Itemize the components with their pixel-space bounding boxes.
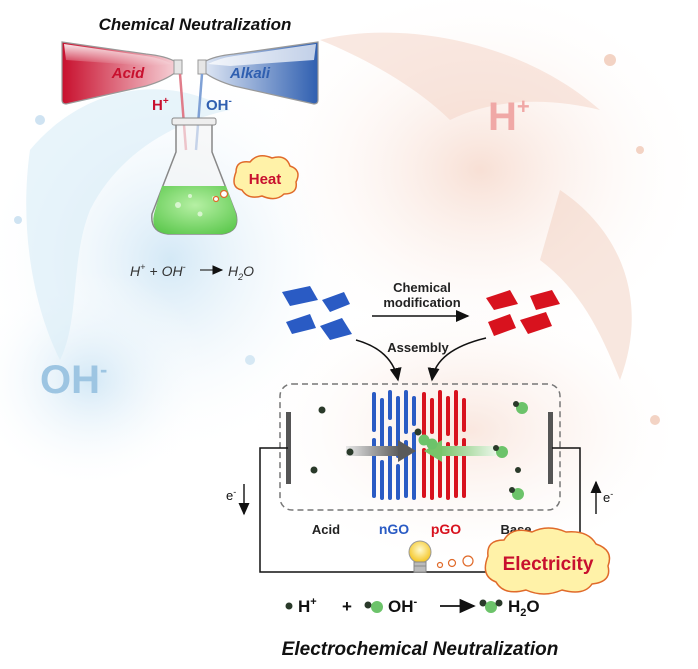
- heat-label: Heat: [249, 171, 282, 188]
- big-oh-minus-label: OH-: [40, 357, 107, 402]
- electron-label-right: e-: [603, 489, 613, 505]
- electron-label-left: e-: [226, 487, 236, 503]
- chemical-equation: H++OH-: [130, 262, 186, 279]
- assembly-arrow-right: [427, 337, 487, 382]
- chemical-modification-label-2: modification: [383, 295, 460, 310]
- assembly-arrow-left: [355, 339, 402, 382]
- eq-h-plus: H+: [298, 596, 317, 616]
- right-electrode: [548, 412, 553, 484]
- chemical-modification-label-1: Chemical: [393, 280, 451, 295]
- big-h-plus-label: H+: [488, 94, 530, 139]
- acid-label: Acid: [111, 65, 145, 82]
- oh-ions: [418, 401, 528, 500]
- light-bulb-icon: [408, 540, 432, 573]
- eq-oh-ion-icon-green: [371, 601, 383, 613]
- electricity-bubble-dot-1: [436, 561, 444, 569]
- left-electrode: [286, 412, 291, 484]
- oh-flow-arrow-body: [440, 446, 496, 456]
- acid-cell-label: Acid: [312, 522, 340, 537]
- eq-water-green: [485, 601, 497, 613]
- h-ions: [310, 406, 422, 474]
- pgo-membrane: [422, 390, 466, 500]
- eq-plus: +: [342, 597, 352, 616]
- electricity-bubble-dot-3: [462, 555, 474, 567]
- eq-water-dark-2: [495, 599, 503, 607]
- eq-h-ion-icon: [285, 602, 293, 610]
- eq-h2o: H2O: [508, 597, 540, 619]
- chemical-equation-product: H2O: [228, 263, 254, 282]
- ngo-flakes-icon: [282, 286, 352, 340]
- alkali-label: Alkali: [229, 65, 271, 82]
- alkali-flask-icon: [197, 41, 319, 105]
- pgo-flakes-icon: [486, 290, 560, 336]
- oh-flow-arrow-head: [424, 440, 442, 462]
- h-flow-arrow-head: [398, 440, 416, 462]
- pgo-label: pGO: [431, 521, 461, 537]
- assembly-label: Assembly: [387, 340, 449, 355]
- heat-cloud: [212, 155, 299, 203]
- acid-flask-icon: [61, 41, 183, 105]
- electricity-label: Electricity: [503, 554, 594, 575]
- eq-water-dark-1: [479, 599, 487, 607]
- oh-minus-label: OH-: [206, 96, 232, 114]
- eq-oh-ion-icon-dark: [364, 601, 372, 609]
- ngo-label: nGO: [379, 521, 409, 537]
- chemical-neutralization-title: Chemical Neutralization: [99, 15, 292, 34]
- h-plus-label: H+: [152, 96, 169, 114]
- electrochemical-neutralization-title: Electrochemical Neutralization: [282, 639, 559, 660]
- electricity-cloud: [484, 527, 611, 595]
- eq-oh-minus: OH-: [388, 596, 418, 616]
- electricity-bubble-dot-2: [447, 558, 457, 568]
- h-flow-arrow-body: [346, 446, 400, 456]
- cell-dashed-box: [279, 383, 561, 511]
